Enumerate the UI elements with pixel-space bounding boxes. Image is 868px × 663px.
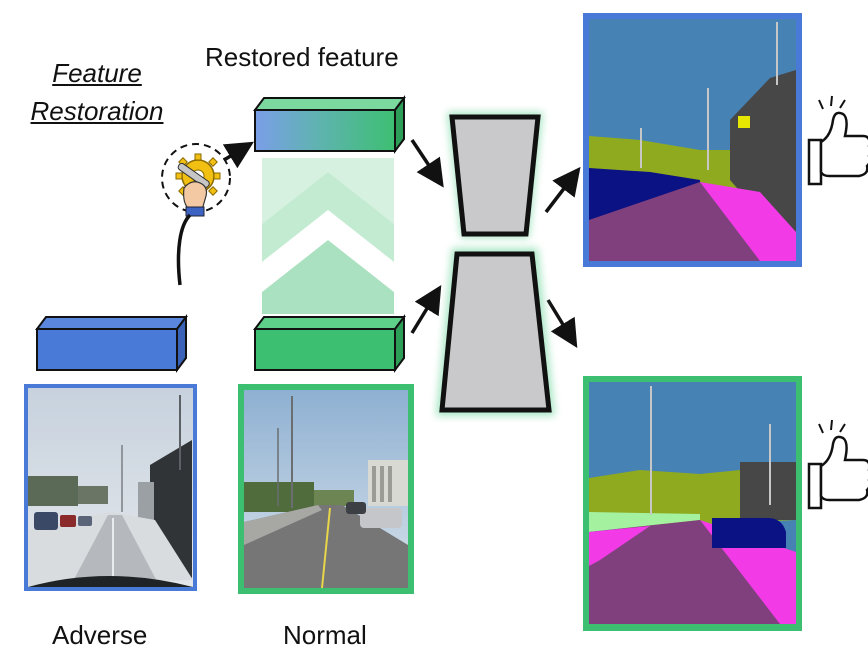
feature-restoration-line1: Feature [52,58,142,88]
gear-wrench-hand-icon [161,143,231,217]
normal-feature-block [253,314,406,373]
restoration-chevron-arrows [262,158,394,314]
normal-label: Normal [283,620,367,650]
segmentation-map-bottom [583,376,802,631]
restored-to-decoder-arrow [410,139,444,188]
thumbs-up-icon [807,419,868,510]
decoder-to-bottom-seg-arrow [546,299,578,348]
adverse-feature-block [35,314,188,373]
decoder-top [447,112,543,238]
decoder-to-top-seg-arrow [544,166,581,214]
feature-restoration-line2: Restoration [30,96,164,126]
thumbs-up-icon [807,95,868,186]
decoder-bottom [436,248,555,416]
adverse-label: Adverse [52,620,148,650]
segmentation-map-top [583,13,802,267]
restored-feature-block [253,95,406,154]
normal-to-decoder-arrow [410,285,442,334]
adverse-image [24,384,197,591]
restore-to-block-arrow [222,141,254,169]
restored-feature-label: Restored feature [205,42,399,72]
normal-image [238,384,414,594]
feature-restoration-title: Feature Restoration [12,54,182,130]
restore-curve-arrow [176,213,192,286]
